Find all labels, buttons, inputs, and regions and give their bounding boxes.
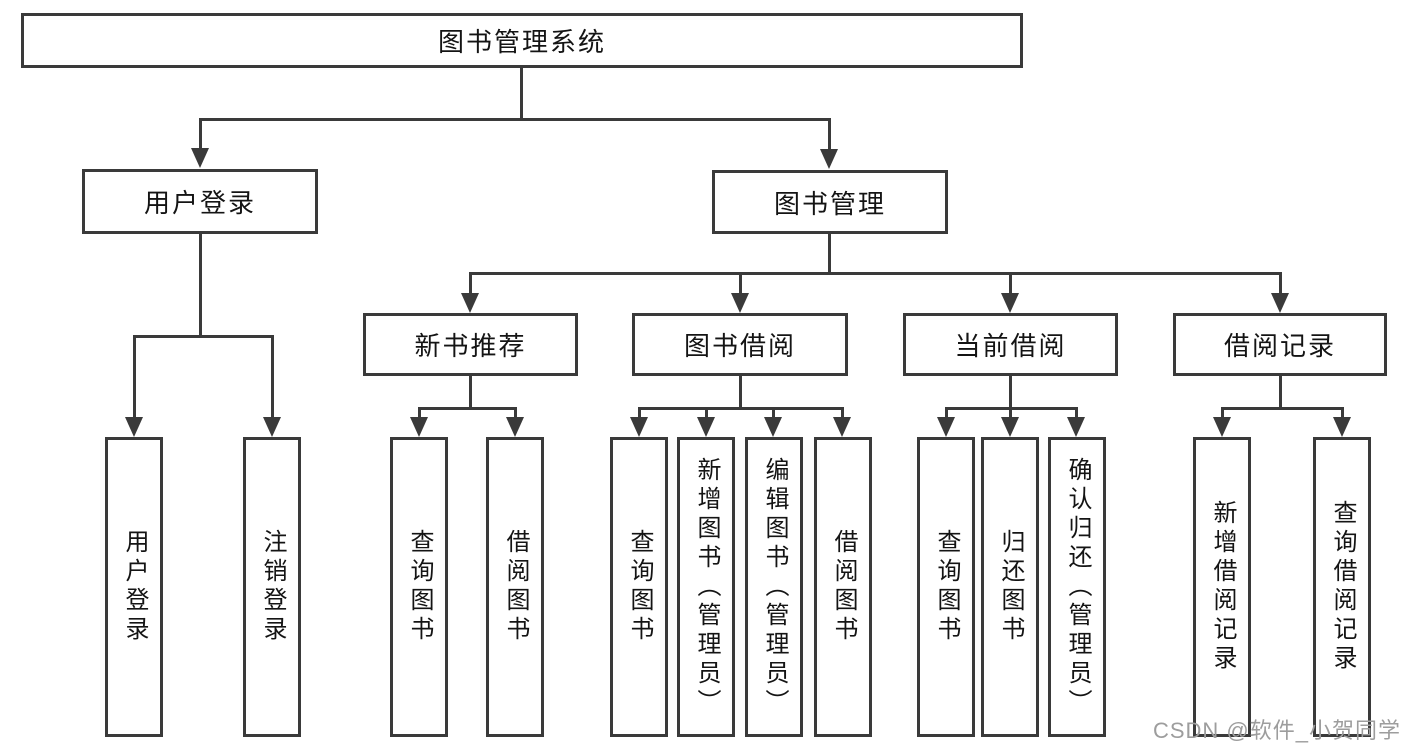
connector-newbook-branch — [418, 407, 517, 410]
leaf-label: 编辑图书（管理员） — [761, 456, 788, 718]
node-label: 借阅记录 — [1223, 331, 1336, 361]
connector-leaf — [841, 407, 844, 419]
leaf-label: 用户登录 — [121, 529, 148, 645]
connector-leaf — [772, 407, 775, 419]
connector-to-book-borrow — [739, 272, 742, 295]
arrow-down-icon — [125, 417, 143, 437]
connector-leaf — [638, 407, 641, 419]
leaf-user-login: 用户登录 — [105, 437, 163, 737]
leaf-borrow-books-1: 借阅图书 — [486, 437, 544, 737]
leaf-query-books-1: 查询图书 — [390, 437, 448, 737]
arrow-down-icon — [1333, 417, 1351, 437]
leaf-query-borrow-record: 查询借阅记录 — [1313, 437, 1371, 737]
connector-records-branch — [1221, 407, 1344, 410]
connector-records-stem — [1279, 376, 1282, 409]
arrow-down-icon — [833, 417, 851, 437]
node-label: 图书管理系统 — [437, 27, 606, 57]
node-label: 图书管理 — [773, 188, 886, 219]
leaf-label: 注销登录 — [259, 529, 286, 645]
leaf-add-books-admin: 新增图书（管理员） — [677, 437, 735, 737]
leaf-label: 查询图书 — [933, 529, 960, 645]
leaf-label: 归还图书 — [997, 529, 1024, 645]
node-new-book-recommend: 新书推荐 — [363, 313, 578, 376]
arrow-down-icon — [697, 417, 715, 437]
connector-root-stem — [520, 68, 523, 120]
connector-root-branch — [199, 118, 831, 121]
node-label: 图书借阅 — [683, 331, 796, 361]
leaf-label: 确认归还（管理员） — [1064, 456, 1091, 718]
leaf-query-books-3: 查询图书 — [917, 437, 975, 737]
arrow-down-icon — [820, 149, 838, 169]
connector-to-borrow-records — [1279, 272, 1282, 295]
leaf-label: 借阅图书 — [830, 529, 857, 645]
leaf-return-books: 归还图书 — [981, 437, 1039, 737]
arrow-down-icon — [1001, 293, 1019, 313]
connector-to-user-login — [199, 118, 202, 150]
arrow-down-icon — [731, 293, 749, 313]
leaf-borrow-books-2: 借阅图书 — [814, 437, 872, 737]
arrow-down-icon — [263, 417, 281, 437]
connector-bookborrow-branch — [638, 407, 844, 410]
leaf-label: 新增图书（管理员） — [693, 456, 720, 718]
connector-leaf — [1221, 407, 1224, 419]
arrow-down-icon — [461, 293, 479, 313]
arrow-down-icon — [506, 417, 524, 437]
arrow-down-icon — [1213, 417, 1231, 437]
connector-to-leaf-user-login — [133, 335, 136, 419]
node-label: 用户登录 — [143, 188, 256, 218]
connector-leaf — [1009, 407, 1012, 419]
arrow-down-icon — [191, 148, 209, 168]
connector-leaf — [705, 407, 708, 419]
arrow-down-icon — [410, 417, 428, 437]
leaf-confirm-return-admin: 确认归还（管理员） — [1048, 437, 1106, 737]
arrow-down-icon — [1067, 417, 1085, 437]
leaf-edit-books-admin: 编辑图书（管理员） — [745, 437, 803, 737]
leaf-add-borrow-record: 新增借阅记录 — [1193, 437, 1251, 737]
connector-to-leaf-logout — [271, 335, 274, 419]
leaf-label: 查询图书 — [626, 529, 653, 645]
leaf-logout: 注销登录 — [243, 437, 301, 737]
node-label: 新书推荐 — [414, 331, 527, 361]
node-label: 当前借阅 — [954, 331, 1067, 361]
node-current-borrow: 当前借阅 — [903, 313, 1118, 376]
connector-bookmgmt-stem — [828, 234, 831, 274]
connector-leaf — [514, 407, 517, 419]
connector-leaf — [418, 407, 421, 419]
leaf-query-books-2: 查询图书 — [610, 437, 668, 737]
arrow-down-icon — [1001, 417, 1019, 437]
connector-bookborrow-stem — [739, 376, 742, 409]
connector-to-current-borrow — [1009, 272, 1012, 295]
connector-to-new-book — [469, 272, 472, 295]
connector-bookmgmt-branch — [469, 272, 1282, 275]
connector-newbook-stem — [469, 376, 472, 409]
csdn-watermark: CSDN @软件_小贺同学 — [1152, 718, 1401, 743]
connector-leaf — [1341, 407, 1344, 419]
leaf-label: 查询借阅记录 — [1329, 500, 1356, 674]
node-book-borrow: 图书借阅 — [632, 313, 848, 376]
connector-currentborrow-stem — [1009, 376, 1012, 409]
arrow-down-icon — [764, 417, 782, 437]
connector-userlogin-branch — [133, 335, 274, 338]
leaf-label: 查询图书 — [406, 529, 433, 645]
leaf-label: 新增借阅记录 — [1209, 500, 1236, 674]
arrow-down-icon — [937, 417, 955, 437]
node-root-library-system: 图书管理系统 — [21, 13, 1023, 68]
arrow-down-icon — [1271, 293, 1289, 313]
connector-leaf — [1075, 407, 1078, 419]
connector-userlogin-stem — [199, 234, 202, 338]
connector-leaf — [945, 407, 948, 419]
node-borrow-records: 借阅记录 — [1173, 313, 1387, 376]
leaf-label: 借阅图书 — [502, 529, 529, 645]
node-book-management: 图书管理 — [712, 170, 948, 234]
node-user-login: 用户登录 — [82, 169, 318, 234]
connector-to-book-management — [828, 118, 831, 150]
arrow-down-icon — [630, 417, 648, 437]
